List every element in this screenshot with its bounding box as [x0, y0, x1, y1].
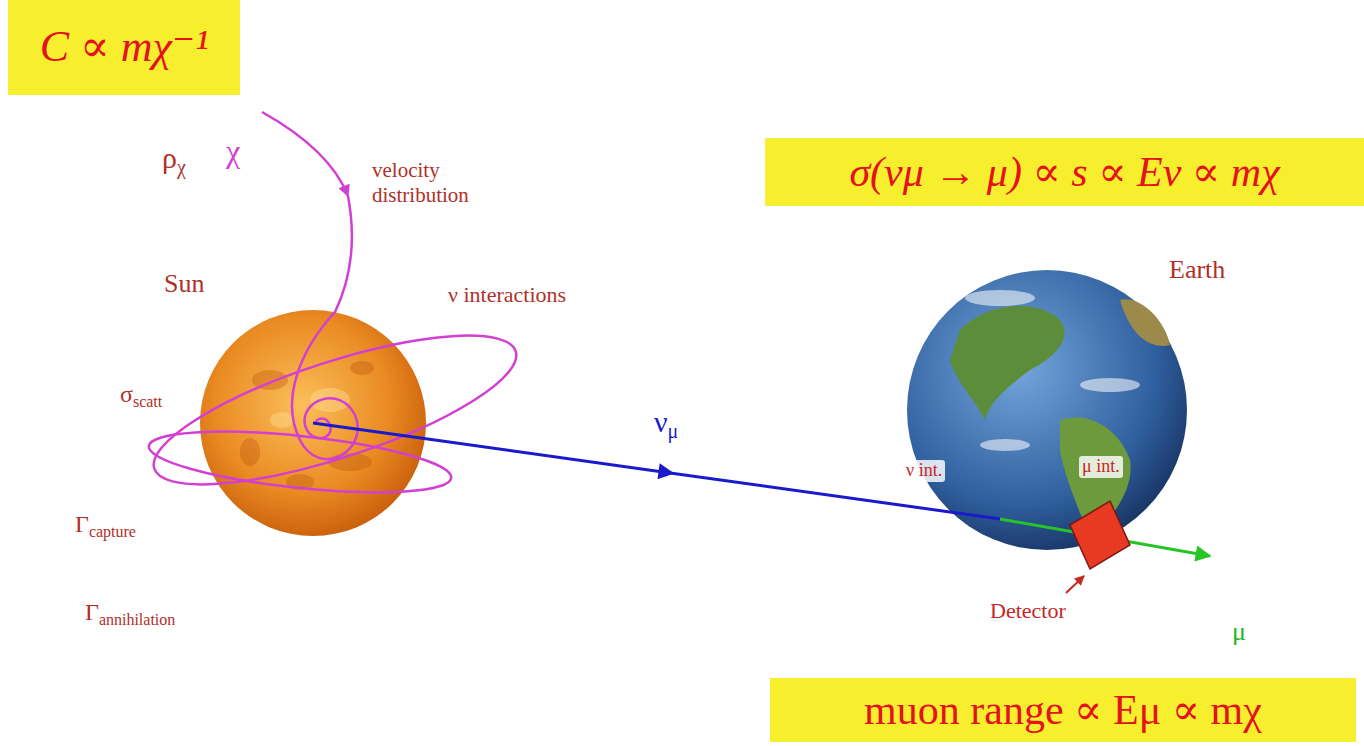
cross-section-symbol: σscatt: [120, 380, 162, 411]
edge-label: νμ: [654, 405, 678, 443]
earth-node: Earthν int.μ int.Detector: [907, 270, 1187, 550]
earth-picture: [907, 270, 1187, 550]
detector-node: Detector: [1066, 498, 1134, 572]
formula-box: muon range ∝ Eμ ∝ mχ: [770, 678, 1356, 742]
range-formula: muon range ∝ Eμ ∝ mχ: [864, 686, 1262, 734]
capture-formula: C ∝ mχ⁻¹: [40, 22, 209, 73]
detector-block: [1070, 501, 1130, 569]
interaction-label: μ int.: [1079, 456, 1123, 478]
capture-spiral: [292, 196, 358, 459]
formula-box: σ(νμ → μ) ∝ s ∝ Eν ∝ mχ: [765, 138, 1364, 206]
continent: [950, 306, 1065, 420]
continent: [1120, 299, 1170, 346]
leader-line: [1066, 576, 1084, 593]
cross-section-formula: σ(νμ → μ) ∝ s ∝ Eν ∝ mχ: [849, 148, 1279, 196]
interaction-label: ν int.: [903, 460, 945, 482]
interactions-label: ν interactions: [448, 282, 566, 308]
earth-label: Earth: [1169, 254, 1225, 285]
sun-spot: [350, 361, 374, 375]
dark-matter-orbits: [139, 112, 530, 514]
detector-shape: [1066, 498, 1134, 572]
detector-label: Detector: [990, 598, 1066, 624]
cloud: [1080, 378, 1140, 392]
neutrino-path-core: [313, 423, 426, 439]
capture-rate-symbol: Γcapture: [75, 510, 136, 541]
earth-disc: [907, 270, 1187, 550]
sun-label: Sun: [164, 268, 204, 299]
orbit: [146, 420, 454, 503]
velocity-label: velocity distribution: [372, 158, 497, 208]
particle-symbol: χ: [226, 132, 240, 170]
sun-flare: [270, 412, 294, 428]
orbit: [139, 306, 530, 515]
neutrino-path-inner: [907, 506, 1000, 519]
incoming-trajectory: [262, 112, 348, 196]
sun-flare: [310, 388, 350, 412]
cloud: [965, 290, 1035, 306]
neutrino-arrow: [426, 439, 907, 506]
sun-node: Sun: [200, 310, 426, 536]
annihilation-rate-symbol: Γannihilation: [85, 598, 175, 629]
formula-box: C ∝ mχ⁻¹: [8, 0, 240, 95]
density-symbol: ρχ: [162, 140, 186, 179]
sun-spot: [240, 438, 260, 466]
cloud: [980, 439, 1030, 451]
muon-symbol: μ: [1232, 616, 1246, 647]
